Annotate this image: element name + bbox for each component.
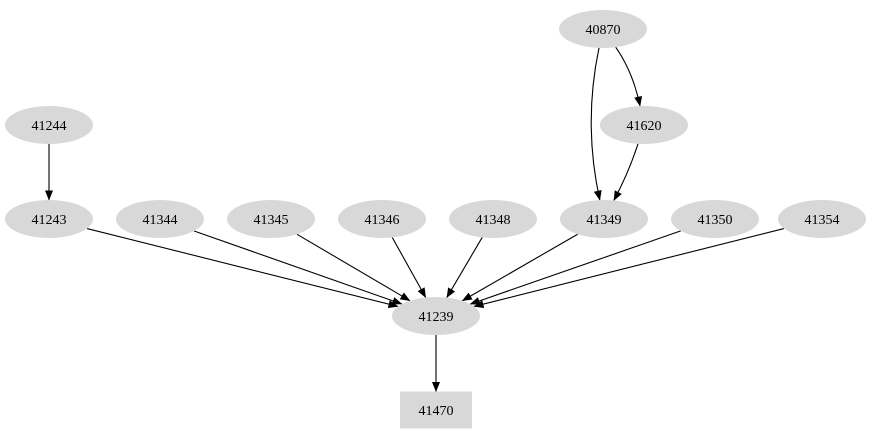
edge-41348-41239: [446, 237, 483, 299]
node-41470: 41470: [400, 391, 472, 429]
node-41349: 41349: [560, 200, 648, 238]
node-label-41470: 41470: [419, 404, 454, 419]
node-label-41346: 41346: [365, 213, 400, 228]
node-ellipse-41620: [600, 106, 688, 144]
node-label-40870: 40870: [586, 23, 621, 38]
edge-41344-41239: [193, 230, 403, 305]
node-41244: 41244: [5, 106, 93, 144]
node-label-41344: 41344: [143, 213, 178, 228]
node-label-41354: 41354: [805, 213, 840, 228]
node-box-41470: [400, 391, 472, 429]
edge-41620-41349: [613, 143, 639, 201]
edge-41243-41239: [86, 228, 399, 309]
node-41346: 41346: [338, 200, 426, 238]
edge-41350-41239: [469, 230, 681, 305]
node-label-41350: 41350: [698, 213, 733, 228]
edge-40870-41349: [590, 47, 602, 201]
node-ellipse-41345: [227, 200, 315, 238]
node-ellipse-41348: [449, 200, 537, 238]
node-label-41349: 41349: [587, 213, 622, 228]
edge-41345-41239: [296, 233, 411, 302]
node-ellipse-41239: [392, 297, 480, 335]
node-ellipse-41346: [338, 200, 426, 238]
node-label-41239: 41239: [419, 310, 454, 325]
node-41344: 41344: [116, 200, 204, 238]
node-label-41348: 41348: [476, 213, 511, 228]
node-label-41345: 41345: [254, 213, 289, 228]
node-ellipse-41243: [5, 200, 93, 238]
edge-41346-41239: [391, 237, 427, 298]
edge-41354-41239: [473, 228, 785, 309]
node-41239: 41239: [392, 297, 480, 335]
nodes-layer: 40870 41620 41244 41243 41344 41345 41346 41348…: [5, 10, 866, 429]
node-41620: 41620: [600, 106, 688, 144]
edge-41349-41239: [461, 233, 578, 302]
edge-40870-41620: [615, 46, 643, 107]
node-41243: 41243: [5, 200, 93, 238]
node-label-41244: 41244: [32, 119, 67, 134]
node-ellipse-40870: [559, 10, 647, 48]
node-ellipse-41244: [5, 106, 93, 144]
node-41354: 41354: [778, 200, 866, 238]
node-label-41620: 41620: [627, 119, 662, 134]
node-ellipse-41354: [778, 200, 866, 238]
node-ellipse-41344: [116, 200, 204, 238]
node-label-41243: 41243: [32, 213, 67, 228]
node-41350: 41350: [671, 200, 759, 238]
node-41345: 41345: [227, 200, 315, 238]
edges-layer: [45, 46, 785, 392]
node-ellipse-41350: [671, 200, 759, 238]
node-40870: 40870: [559, 10, 647, 48]
node-ellipse-41349: [560, 200, 648, 238]
node-41348: 41348: [449, 200, 537, 238]
